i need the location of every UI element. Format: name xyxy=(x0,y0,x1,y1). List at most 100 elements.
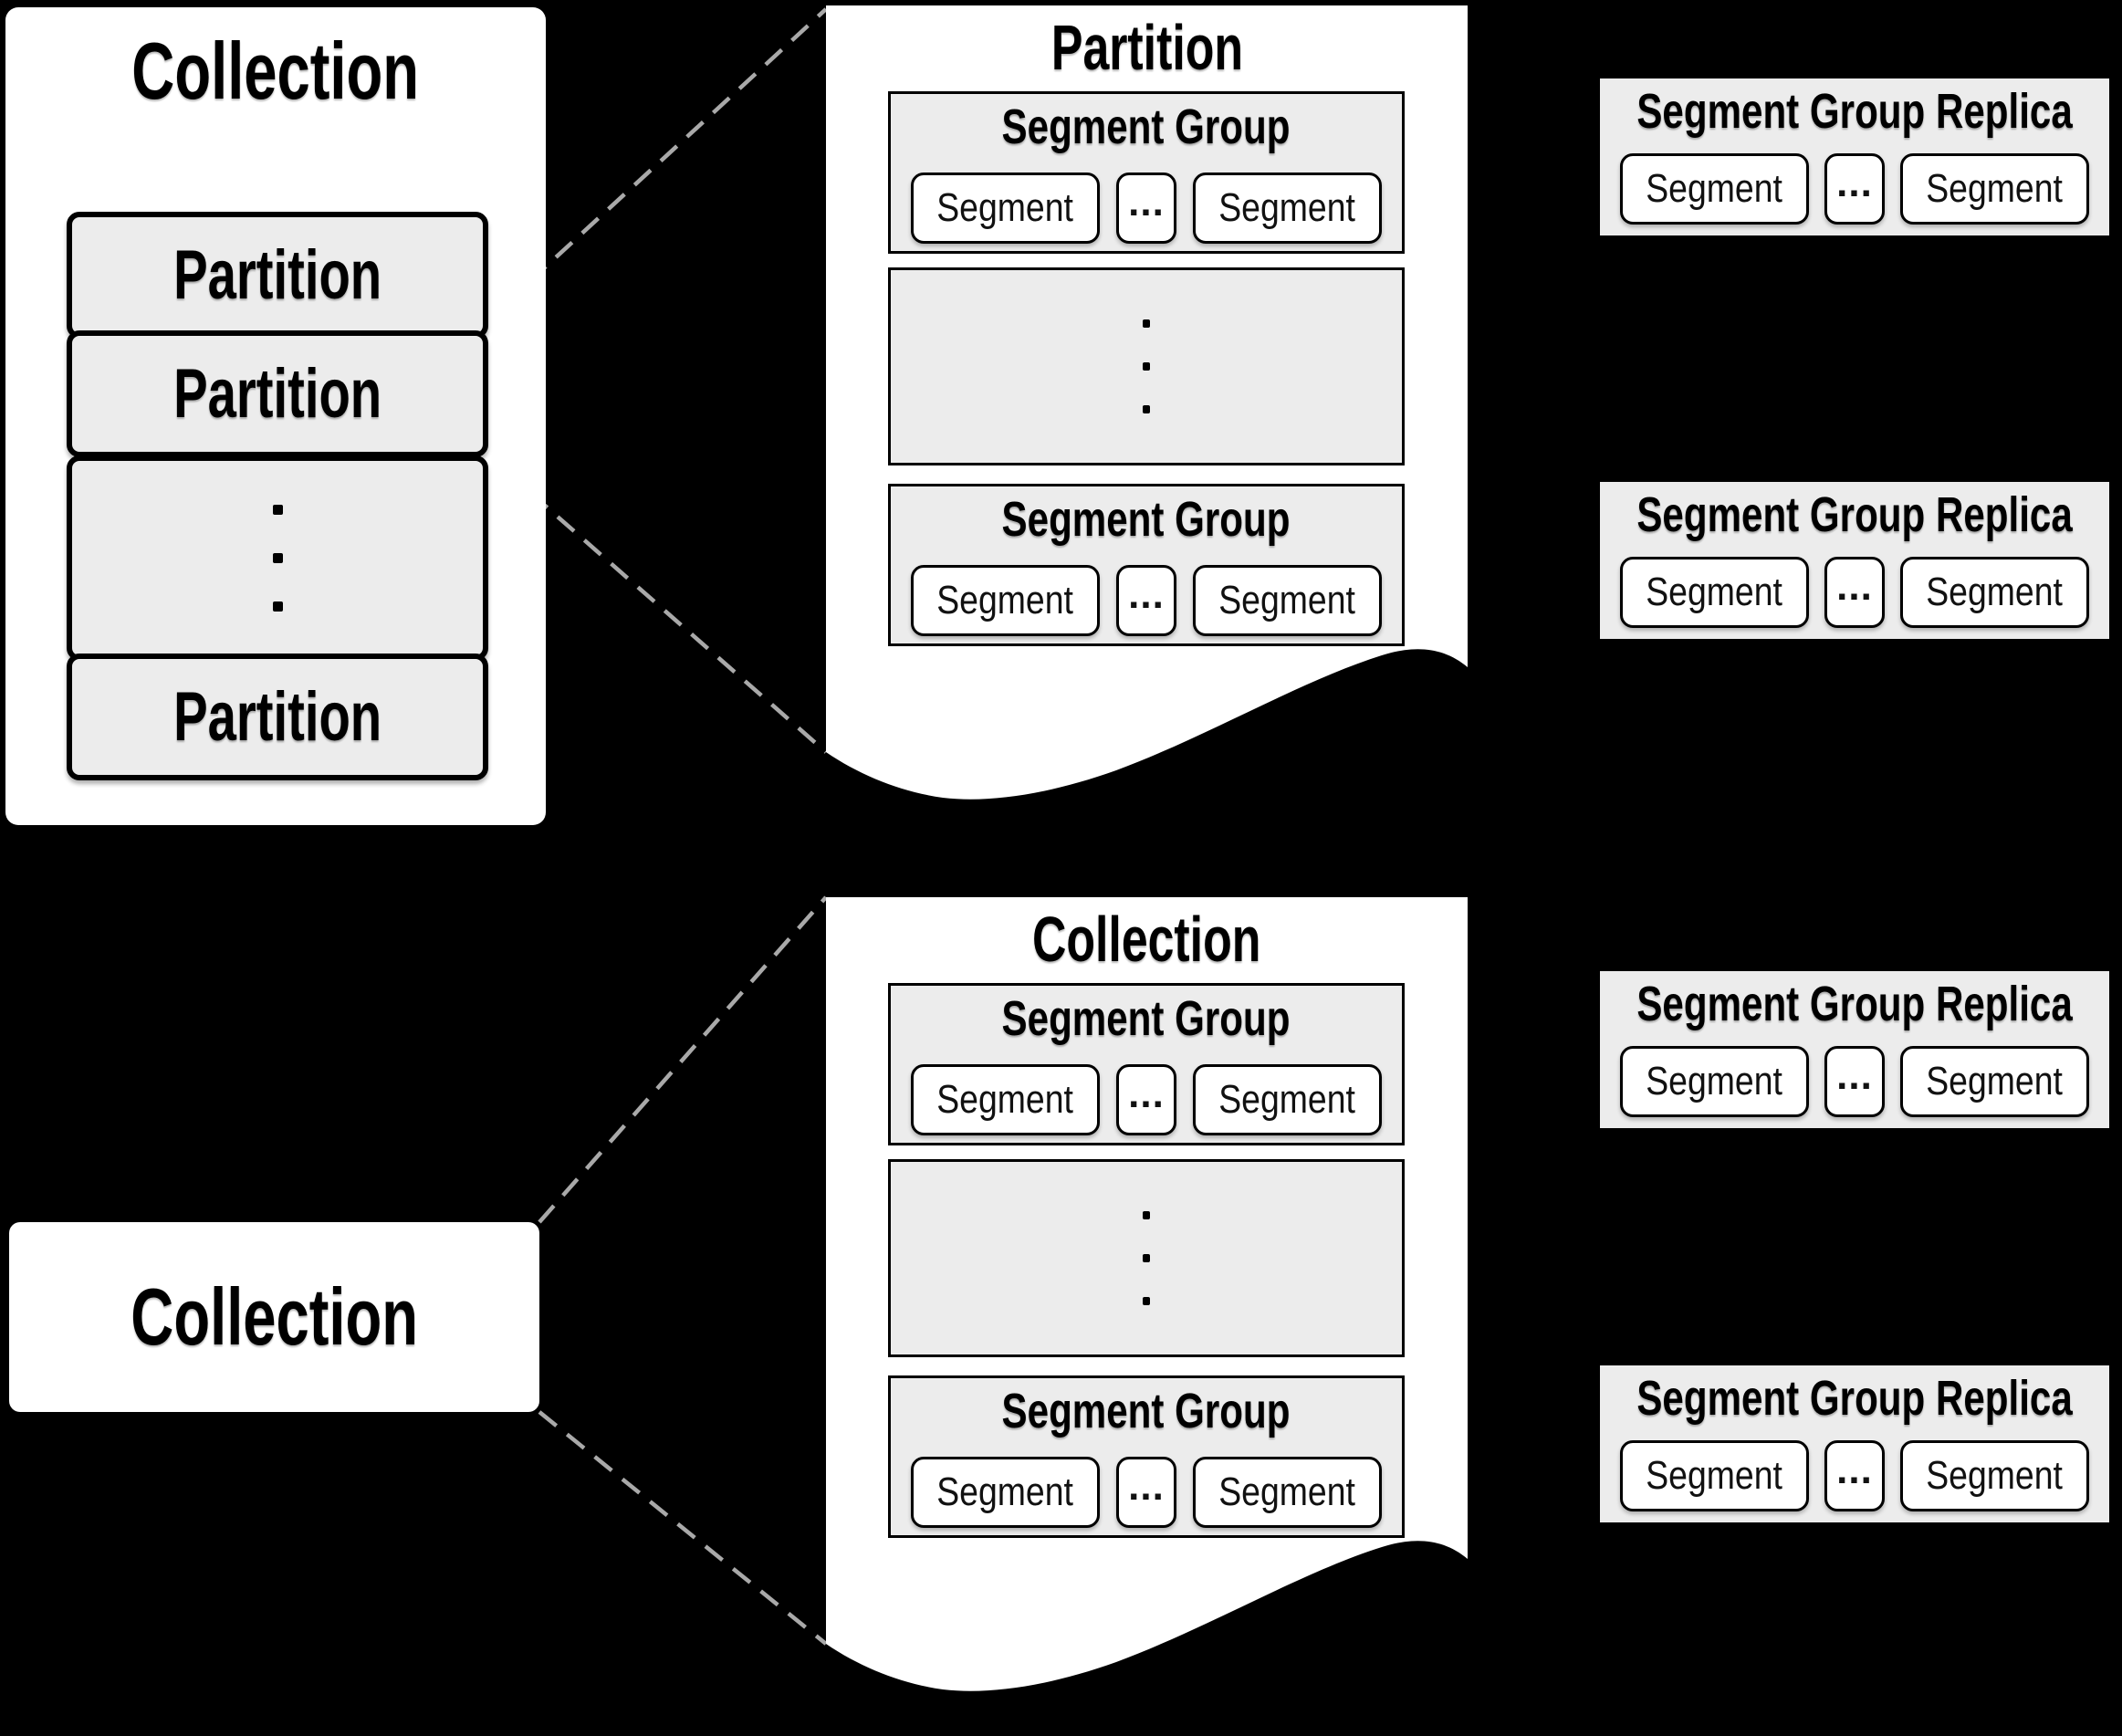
segment-group-replica-box-4: Segment Group Replica Segment ... Segmen… xyxy=(1600,1365,2109,1522)
horizontal-ellipsis-label: ... xyxy=(1836,1053,1873,1098)
segment-ellipsis-box: ... xyxy=(1116,173,1176,244)
segment-label: Segment xyxy=(1646,570,1783,614)
collection-box-title: Collection xyxy=(131,26,420,116)
segment-group-ellipsis-box xyxy=(888,267,1405,465)
segment-label: Segment xyxy=(1926,1059,2064,1103)
segment-box: Segment xyxy=(911,1064,1100,1135)
segment-label: Segment xyxy=(936,1077,1074,1122)
replica-title: Segment Group Replica xyxy=(1636,977,2073,1031)
segment-box: Segment xyxy=(911,565,1100,636)
horizontal-ellipsis-label: ... xyxy=(1836,161,1873,205)
segment-label: Segment xyxy=(1646,1059,1783,1103)
collection-box: Collection Partition Partition Partition xyxy=(5,7,546,825)
segment-box: Segment xyxy=(1900,1440,2089,1511)
segment-box: Segment xyxy=(1620,1440,1809,1511)
segment-group-title: Segment Group xyxy=(1002,492,1291,547)
segment-group-box: Segment Group Segment ... Segment xyxy=(888,91,1405,254)
partition-box-3: Partition xyxy=(67,654,488,780)
segment-label: Segment xyxy=(1926,1453,2064,1498)
horizontal-ellipsis-label: ... xyxy=(1128,180,1165,225)
segment-group-replica-box-2: Segment Group Replica Segment ... Segmen… xyxy=(1600,482,2109,639)
segment-box: Segment xyxy=(1620,557,1809,628)
segment-label: Segment xyxy=(1926,570,2064,614)
segment-group-title-row: Segment Group xyxy=(891,101,1402,153)
replica-title: Segment Group Replica xyxy=(1636,1371,2073,1426)
partition-label: Partition xyxy=(172,677,382,756)
partition-box-1: Partition xyxy=(67,212,488,339)
segment-label: Segment xyxy=(1218,1077,1356,1122)
segment-row: Segment ... Segment xyxy=(891,1064,1402,1135)
segment-group-ellipsis-box xyxy=(888,1159,1405,1357)
segment-box: Segment xyxy=(1193,1064,1382,1135)
segment-row: Segment ... Segment xyxy=(891,1457,1402,1528)
partition-ellipsis-box xyxy=(67,455,488,661)
segment-label: Segment xyxy=(1218,578,1356,622)
replica-title: Segment Group Replica xyxy=(1636,487,2073,542)
segment-box: Segment xyxy=(1193,173,1382,244)
replica-title-row: Segment Group Replica xyxy=(1600,978,2109,1030)
segment-label: Segment xyxy=(1926,166,2064,211)
segment-group-box: Segment Group Segment ... Segment xyxy=(888,983,1405,1145)
segment-ellipsis-box: ... xyxy=(1824,557,1885,628)
collection-box-title-row: Collection xyxy=(5,26,546,116)
segment-ellipsis-box: ... xyxy=(1824,1440,1885,1511)
segment-box: Segment xyxy=(1193,565,1382,636)
segment-label: Segment xyxy=(936,1469,1074,1514)
segment-row: Segment ... Segment xyxy=(1600,557,2109,628)
segment-ellipsis-box: ... xyxy=(1824,153,1885,225)
segment-group-title: Segment Group xyxy=(1002,991,1291,1046)
segment-label: Segment xyxy=(1218,1469,1356,1514)
segment-box: Segment xyxy=(1900,557,2089,628)
partition-label: Partition xyxy=(172,235,382,314)
collection-label-title: Collection xyxy=(131,1271,418,1362)
segment-group-replica-box-3: Segment Group Replica Segment ... Segmen… xyxy=(1600,971,2109,1128)
segment-row: Segment ... Segment xyxy=(1600,1440,2109,1511)
segment-box: Segment xyxy=(1900,1046,2089,1117)
segment-box: Segment xyxy=(1193,1457,1382,1528)
segment-label: Segment xyxy=(1646,166,1783,211)
replica-title: Segment Group Replica xyxy=(1636,84,2073,139)
connector-line-bottom-lower xyxy=(538,1410,828,1646)
segment-group-title: Segment Group xyxy=(1002,1384,1291,1438)
partition-label: Partition xyxy=(172,354,382,433)
segment-label: Segment xyxy=(1646,1453,1783,1498)
segment-row: Segment ... Segment xyxy=(891,565,1402,636)
collection-label-box: Collection xyxy=(9,1222,539,1412)
segment-group-box: Segment Group Segment ... Segment xyxy=(888,1375,1405,1538)
vertical-ellipsis-icon xyxy=(1143,1194,1150,1323)
horizontal-ellipsis-label: ... xyxy=(1128,572,1165,617)
vertical-ellipsis-icon xyxy=(1143,302,1150,431)
replica-title-row: Segment Group Replica xyxy=(1600,489,2109,541)
horizontal-ellipsis-label: ... xyxy=(1836,564,1873,609)
vertical-ellipsis-icon xyxy=(272,486,283,631)
partition-detail-panel: Partition Segment Group Segment ... Segm… xyxy=(826,5,1468,809)
replica-title-row: Segment Group Replica xyxy=(1600,86,2109,138)
segment-group-replica-box-1: Segment Group Replica Segment ... Segmen… xyxy=(1600,78,2109,235)
horizontal-ellipsis-label: ... xyxy=(1128,1072,1165,1116)
segment-ellipsis-box: ... xyxy=(1824,1046,1885,1117)
horizontal-ellipsis-label: ... xyxy=(1836,1448,1873,1492)
segment-group-title-row: Segment Group xyxy=(891,1386,1402,1438)
connector-line-bottom-upper xyxy=(538,895,828,1224)
segment-row: Segment ... Segment xyxy=(1600,153,2109,225)
segment-box: Segment xyxy=(1620,1046,1809,1117)
segment-box: Segment xyxy=(911,1457,1100,1528)
segment-label: Segment xyxy=(1218,185,1356,230)
segment-ellipsis-box: ... xyxy=(1116,565,1176,636)
horizontal-ellipsis-label: ... xyxy=(1128,1464,1165,1509)
segment-box: Segment xyxy=(1620,153,1809,225)
segment-label: Segment xyxy=(936,578,1074,622)
segment-row: Segment ... Segment xyxy=(1600,1046,2109,1117)
segment-box: Segment xyxy=(911,173,1100,244)
segment-label: Segment xyxy=(936,185,1074,230)
segment-box: Segment xyxy=(1900,153,2089,225)
collection-detail-panel: Collection Segment Group Segment ... Seg… xyxy=(826,897,1468,1700)
segment-group-box: Segment Group Segment ... Segment xyxy=(888,484,1405,646)
segment-group-title-row: Segment Group xyxy=(891,494,1402,546)
segment-group-title-row: Segment Group xyxy=(891,993,1402,1045)
segment-ellipsis-box: ... xyxy=(1116,1457,1176,1528)
segment-row: Segment ... Segment xyxy=(891,173,1402,244)
replica-title-row: Segment Group Replica xyxy=(1600,1373,2109,1425)
segment-ellipsis-box: ... xyxy=(1116,1064,1176,1135)
